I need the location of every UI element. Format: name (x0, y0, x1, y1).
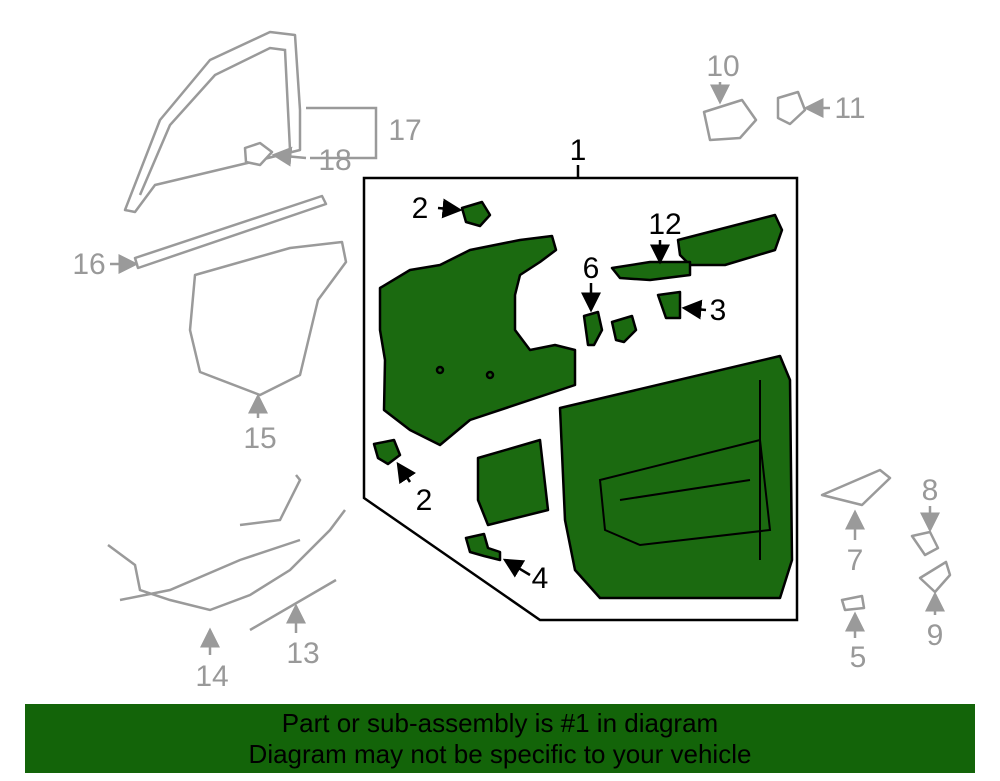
bolt-4 (464, 532, 502, 562)
callout-16: 16 (72, 248, 105, 281)
water-shield-15 (188, 240, 348, 397)
callout-1: 1 (570, 134, 587, 167)
callout-9: 9 (927, 619, 944, 652)
callout-8: 8 (922, 474, 939, 507)
callout-18: 18 (318, 144, 351, 177)
door-panel-frame (378, 234, 577, 447)
clip-2-top (460, 200, 492, 228)
callout-13: 13 (286, 637, 319, 670)
callout-5: 5 (850, 641, 867, 674)
bracket-7 (820, 468, 892, 507)
clip-misc (610, 314, 638, 344)
callout-10: 10 (706, 50, 739, 83)
clip-18 (243, 141, 274, 167)
wiring-harness-14 (107, 474, 346, 612)
callout-6: 6 (583, 252, 600, 285)
callout-14: 14 (195, 660, 228, 693)
callout-12: 12 (648, 208, 681, 241)
callout-2-top: 2 (412, 192, 429, 225)
screw-8 (910, 530, 940, 557)
switch-bezel (676, 213, 784, 267)
clip-11 (776, 90, 807, 126)
callout-4: 4 (532, 562, 549, 595)
banner-line-1: Part or sub-assembly is #1 in diagram (281, 708, 719, 738)
clip-5 (840, 594, 866, 612)
door-trim-panel (558, 354, 794, 600)
switch-10 (702, 98, 758, 142)
banner-line-2: Diagram may not be specific to your vehi… (248, 739, 752, 769)
callout-7: 7 (847, 544, 864, 577)
callout-11: 11 (834, 92, 865, 125)
bracket-3 (656, 290, 682, 320)
bracket-6 (582, 310, 604, 347)
callout-2-bottom: 2 (416, 484, 433, 517)
clip-2-bottom (372, 438, 402, 466)
callout-15: 15 (243, 422, 276, 455)
disclaimer-banner: Part or sub-assembly is #1 in diagram Di… (25, 704, 975, 773)
cover-9 (918, 560, 952, 594)
assembly-outline (362, 176, 799, 622)
callout-17: 17 (388, 114, 421, 147)
switch-trim-12 (610, 260, 692, 282)
callout-3: 3 (710, 294, 727, 327)
module-box (476, 438, 550, 527)
window-frame-17 (123, 30, 302, 214)
